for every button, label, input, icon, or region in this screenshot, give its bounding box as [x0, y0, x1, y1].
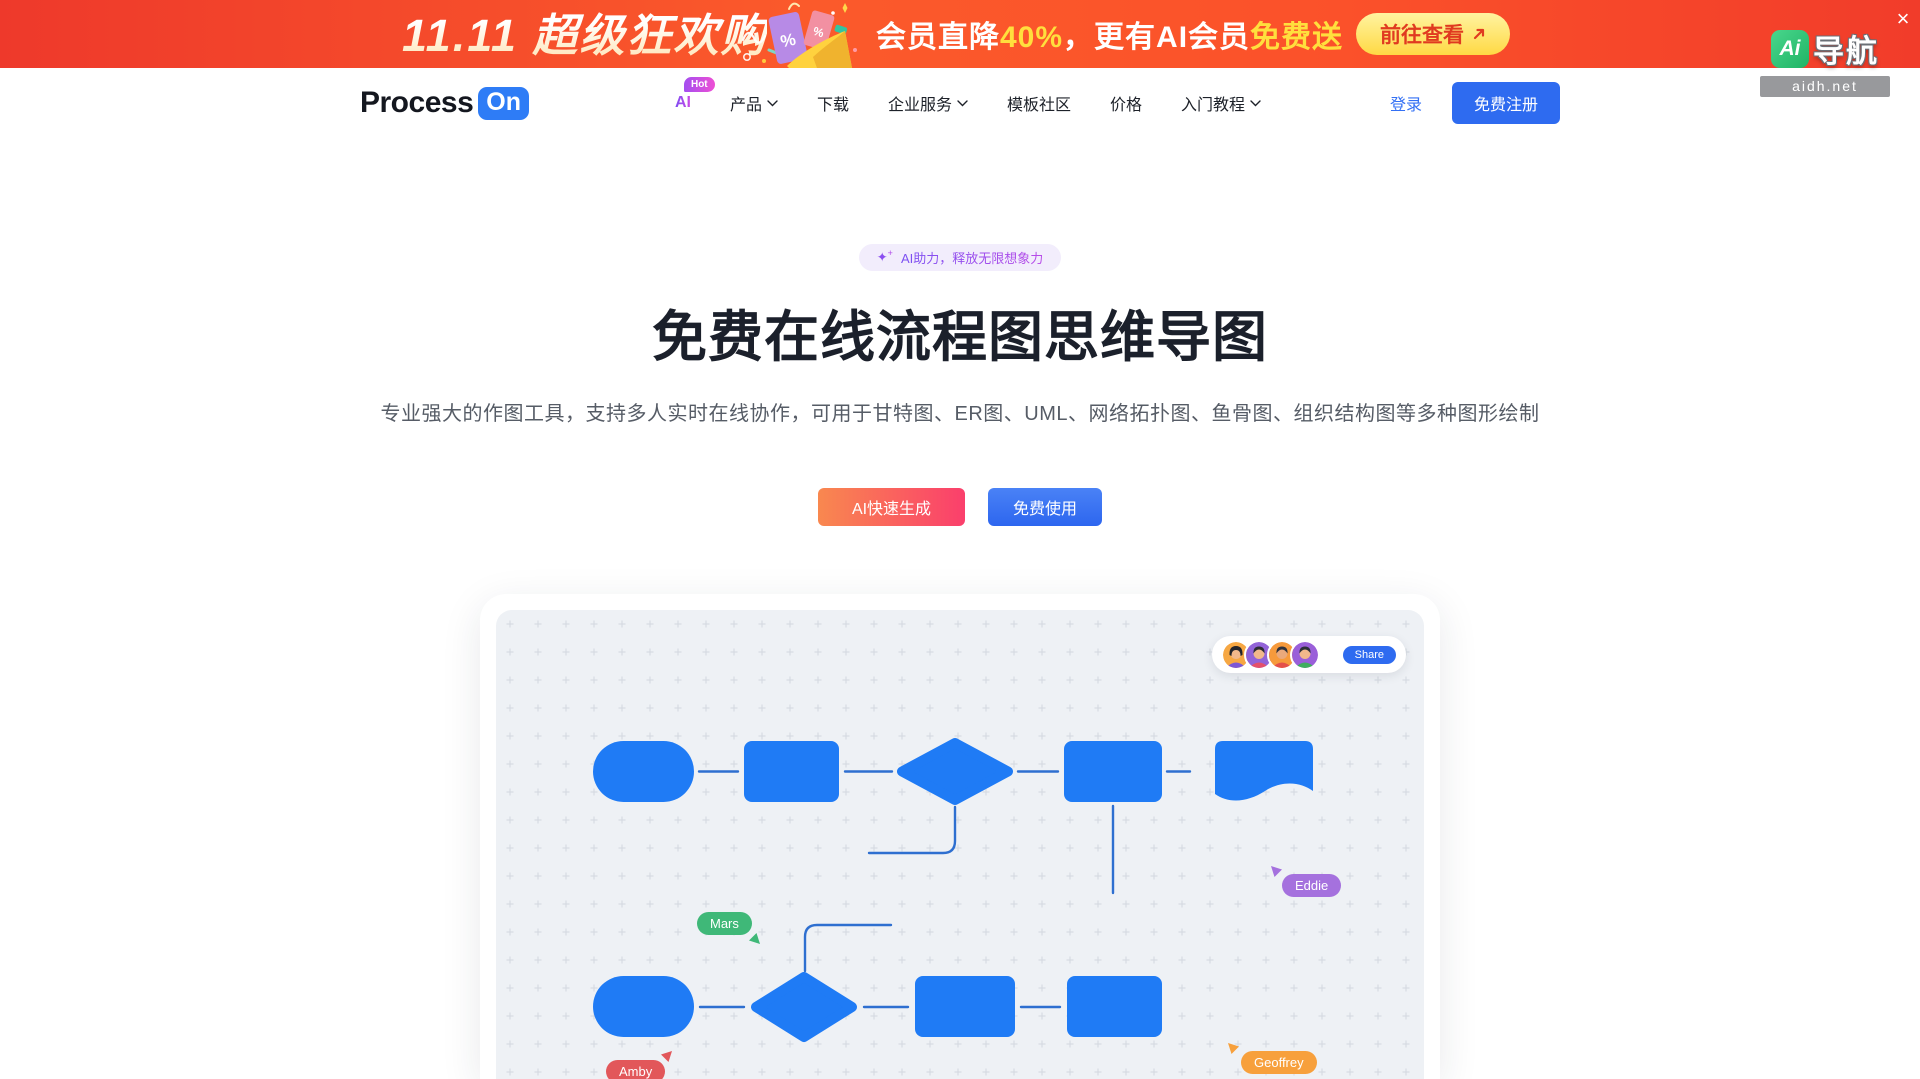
- collaborator-name: Amby: [606, 1060, 666, 1079]
- logo-text: Process: [360, 86, 474, 119]
- login-link[interactable]: 登录: [1389, 97, 1422, 114]
- hot-badge: Hot: [683, 77, 715, 92]
- nav-item-enterprise[interactable]: 企业服务: [888, 91, 968, 115]
- banner-message-mid: ，更有AI会员: [1063, 21, 1251, 54]
- chevron-down-icon: [1250, 99, 1261, 106]
- arrow-up-right-icon: [1473, 28, 1485, 40]
- cursor-pointer-icon: [748, 933, 760, 944]
- cursor-pointer-icon: [1271, 866, 1282, 877]
- svg-text:%: %: [779, 30, 798, 52]
- collaborator-name: Eddie: [1282, 874, 1342, 897]
- nav-item-templates[interactable]: 模板社区: [1007, 97, 1072, 114]
- collaborator-avatars: [1221, 639, 1320, 670]
- connector-lines: [697, 770, 1192, 1009]
- cursor-pointer-icon: [661, 1051, 673, 1062]
- promo-banner: 11.11 超级狂欢购 % % 会员直降40%，更有AI会员免费送: [0, 0, 1920, 68]
- process-shape: [744, 741, 839, 802]
- hero-cta-row: AI快速生成 免费使用: [0, 488, 1920, 526]
- process-shape: [915, 976, 1015, 1037]
- signup-button[interactable]: 免费注册: [1451, 82, 1560, 124]
- collaborator-name: Mars: [697, 912, 752, 935]
- page-title: 免费在线流程图思维导图: [651, 306, 1268, 368]
- sparkle-icon: ✦+: [876, 247, 893, 265]
- ai-nav-logo-name: 导航: [1813, 34, 1879, 69]
- collaborator-name: Geoffrey: [1241, 1051, 1317, 1074]
- cursor-pointer-icon: [1228, 1043, 1239, 1054]
- close-icon[interactable]: ×: [1890, 6, 1916, 32]
- editor-canvas: Mars Eddie Amby Geoffrey: [496, 610, 1424, 1079]
- banner-cta-label: 前往查看: [1380, 24, 1464, 47]
- processon-logo[interactable]: Process On: [360, 86, 529, 120]
- ai-feature-badge-text: AI助力，释放无限想象力: [901, 248, 1043, 267]
- ai-nav-logo-text: Ai: [1779, 36, 1801, 60]
- terminator-shape: [593, 976, 694, 1037]
- page-subtitle: 专业强大的作图工具，支持多人实时在线协作，可用于甘特图、ER图、UML、网络拓扑…: [380, 403, 1540, 425]
- collaborator-avatar[interactable]: [1290, 639, 1320, 670]
- banner-message: 会员直降40%，更有AI会员免费送: [876, 12, 1343, 56]
- nav-menu: AI Hot 产品 下载 企业服务 模板社区 价格: [674, 77, 1261, 115]
- banner-free-gift: 免费送: [1250, 21, 1344, 54]
- nav-item-download[interactable]: 下载: [816, 97, 849, 114]
- collaborator-bar: Share: [1212, 636, 1406, 673]
- editor-preview-card: Mars Eddie Amby Geoffrey: [480, 594, 1440, 1079]
- decision-shape: [897, 738, 1013, 805]
- ai-feature-badge: ✦+ AI助力，释放无限想象力: [858, 244, 1062, 271]
- nav-item-pricing[interactable]: 价格: [1110, 97, 1143, 114]
- chevron-down-icon: [767, 99, 778, 106]
- hero-section: ✦+ AI助力，释放无限想象力 免费在线流程图思维导图 专业强大的作图工具，支持…: [0, 138, 1920, 1079]
- free-use-button[interactable]: 免费使用: [988, 488, 1102, 526]
- watermark-domain: aidh.net: [1760, 76, 1890, 97]
- banner-headline: 11.11 超级狂欢购: [402, 0, 767, 64]
- decision-shape: [751, 972, 857, 1042]
- document-shape: [1215, 741, 1313, 801]
- process-shape: [1067, 976, 1162, 1037]
- nav-item-ai-label: AI: [674, 94, 691, 111]
- nav-item-products[interactable]: 产品: [730, 91, 778, 115]
- gift-cone-illustration-icon: % %: [741, 2, 857, 68]
- nav-item-ai[interactable]: AI Hot: [674, 77, 715, 112]
- banner-message-prefix: 会员直降: [876, 21, 1000, 54]
- collaborator-tag-amby: Amby: [606, 1051, 673, 1079]
- banner-discount: 40%: [1000, 21, 1064, 54]
- flowchart-shapes: [593, 738, 1313, 1042]
- collaborator-tag-eddie: Eddie: [1271, 866, 1342, 897]
- watermark-overlay: Ai 导航 aidh.net: [1760, 26, 1890, 97]
- terminator-shape: [593, 741, 694, 802]
- svg-text:%: %: [811, 24, 825, 40]
- collaborator-tag-mars: Mars: [697, 912, 760, 944]
- share-button[interactable]: Share: [1342, 645, 1396, 664]
- ai-nav-logo-icon: Ai: [1771, 29, 1809, 68]
- logo-badge: On: [478, 86, 529, 120]
- process-shape: [1064, 741, 1162, 802]
- ai-generate-button[interactable]: AI快速生成: [818, 488, 965, 526]
- collaborator-tag-geoffrey: Geoffrey: [1228, 1043, 1317, 1074]
- nav-item-tutorials[interactable]: 入门教程: [1181, 91, 1261, 115]
- chevron-down-icon: [957, 99, 968, 106]
- collaborator-avatar[interactable]: [1221, 639, 1251, 670]
- main-nav: Process On AI Hot 产品 下载 企业服务: [0, 68, 1920, 138]
- banner-cta-button[interactable]: 前往查看: [1356, 13, 1510, 55]
